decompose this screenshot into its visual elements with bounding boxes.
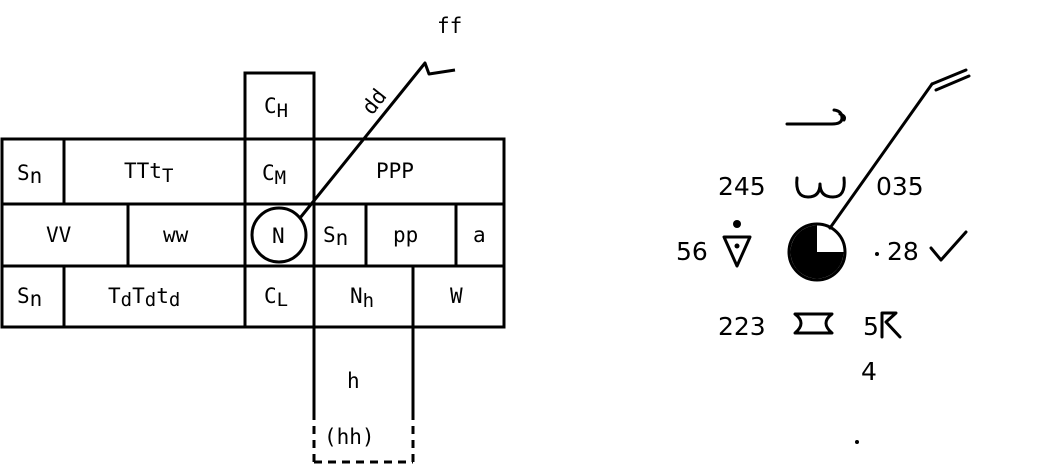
label-pp: pp [393, 223, 418, 247]
schema-grid [0, 71, 506, 329]
wind-barb-icon [828, 68, 971, 230]
label-dd: dd [357, 84, 391, 119]
label-n: N [272, 224, 285, 248]
dewpoint-value: 28 [887, 237, 919, 266]
temperature-value: 223 [718, 312, 766, 341]
label-tdtdtd: TdTdtd [108, 284, 180, 311]
wind-barb-icon [298, 61, 456, 219]
label-cl: CL [264, 284, 288, 311]
cloud-base-value: 5 [863, 312, 879, 341]
high-cloud-icon [785, 108, 846, 126]
label-w: W [450, 284, 463, 308]
stray-mark [855, 440, 859, 444]
label-sn-bot: Sn [17, 284, 42, 311]
height-box [312, 327, 415, 464]
label-vv: VV [46, 223, 72, 247]
label-ch: CH [264, 94, 288, 122]
pressure-value: 245 [718, 172, 766, 201]
label-a: a [473, 223, 486, 247]
dot-marker [875, 252, 879, 256]
middle-cloud-icon [795, 176, 846, 199]
label-ppp: PPP [376, 159, 414, 183]
shower-icon [722, 220, 752, 268]
label-cm: CM [262, 161, 286, 189]
label-h: h [347, 369, 360, 393]
label-ww: ww [163, 223, 189, 247]
pressure-tendency-icon [880, 311, 902, 339]
label-hh: (hh) [324, 425, 375, 449]
label-sn-mid: Sn [323, 223, 348, 250]
low-cloud-icon [793, 312, 834, 335]
label-ff: ff [437, 14, 462, 38]
label-nh: Nh [350, 284, 374, 312]
pressure-tendency-value: 035 [876, 172, 924, 201]
cloud-cover-circle [250, 206, 308, 264]
weather-check-icon [929, 230, 968, 262]
station-circle [787, 222, 847, 282]
label-ttt: TTtT [124, 159, 173, 187]
cloud-base-sub-value: 4 [861, 357, 877, 386]
label-sn-top: Sn [17, 161, 42, 188]
visibility-value: 56 [676, 237, 708, 266]
